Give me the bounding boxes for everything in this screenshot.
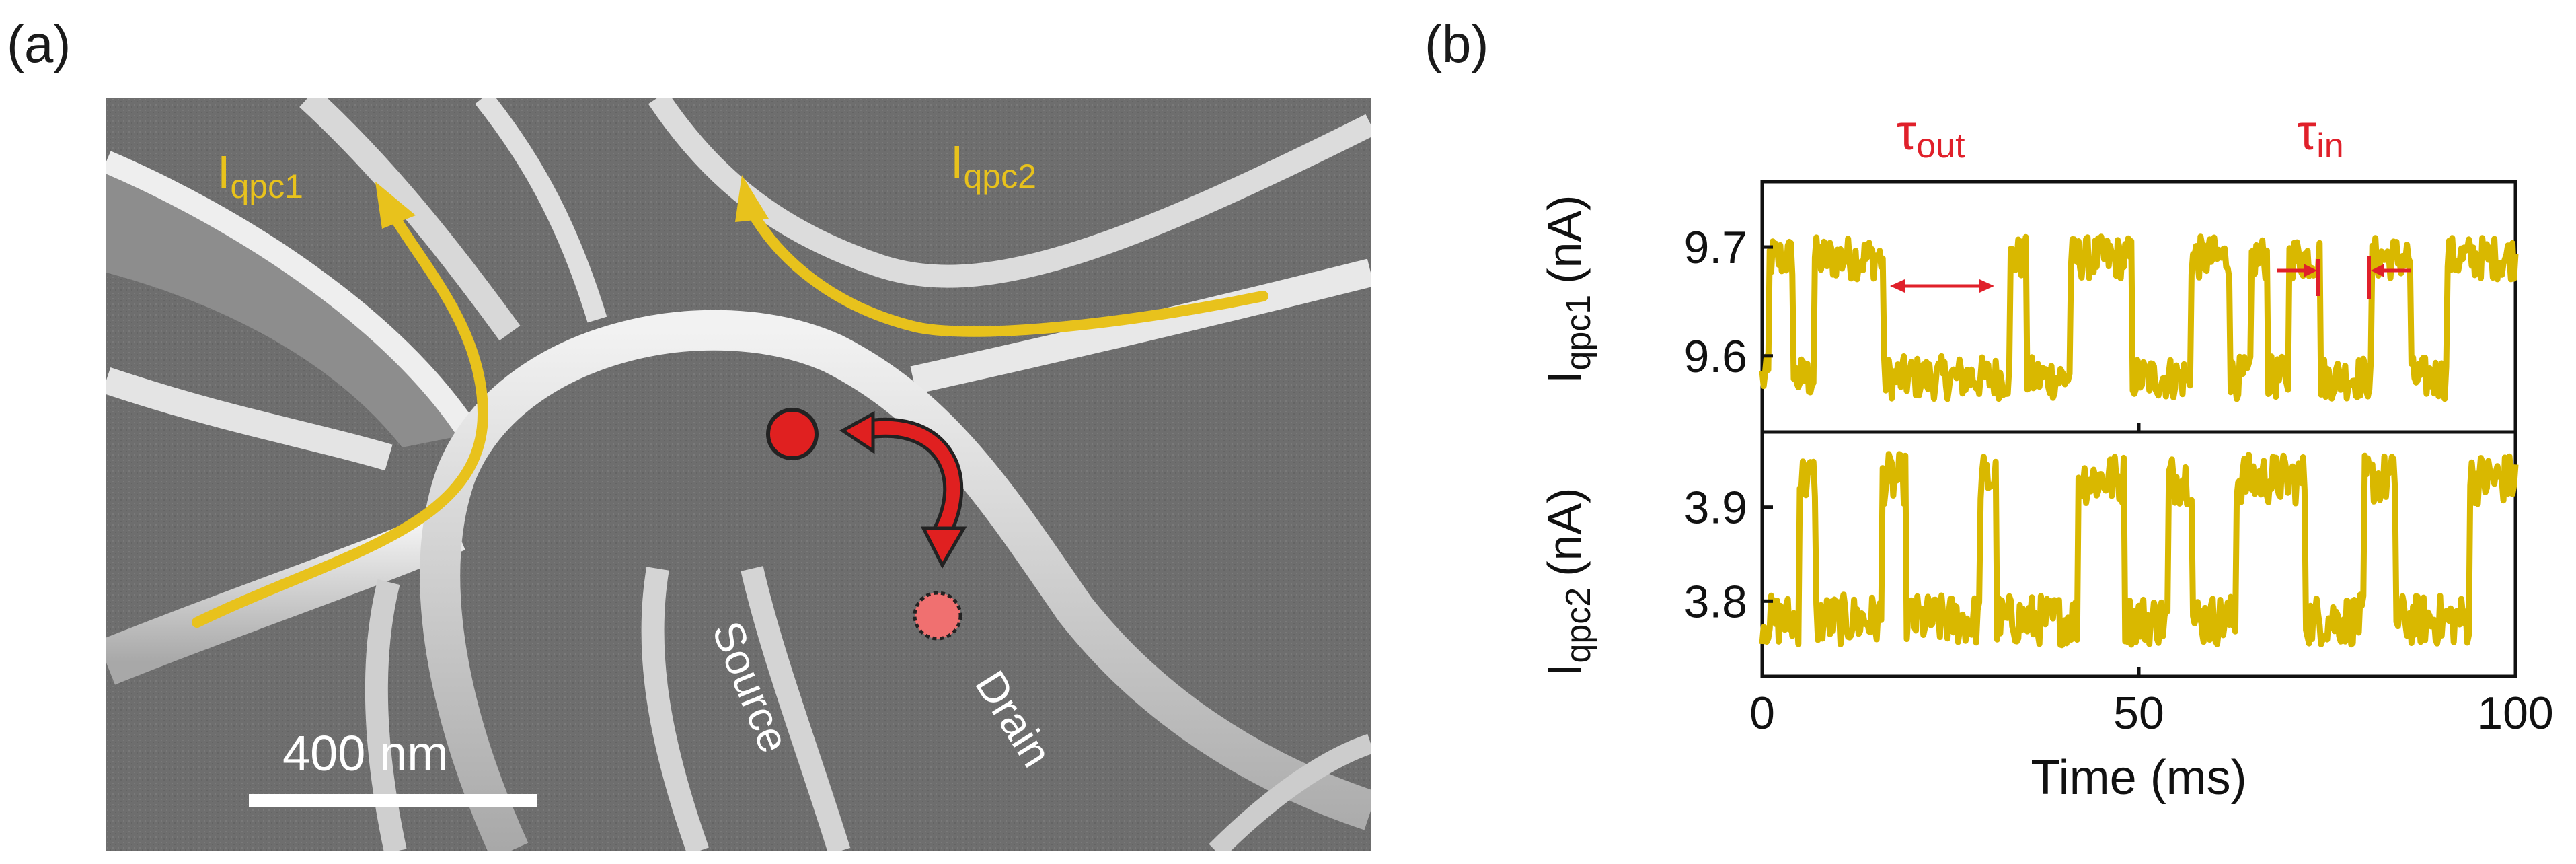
hop-arrow-tail <box>839 410 875 454</box>
subplot-qpc2: 3.8 3.9 0 50 100 Iqpc2(nA) Time (ms) <box>1538 423 2554 805</box>
ytick-label: 3.8 <box>1683 576 1747 627</box>
telegraph-chart: τout τin 9.6 9.7 Iqpc1(nA) 3.8 3.9 0 50 100 … <box>1538 104 2554 805</box>
trace-qpc1 <box>1759 233 2519 402</box>
current-arrow-qpc2 <box>735 175 1268 337</box>
tau-in-label: τin <box>2297 104 2344 166</box>
scale-bar-label: 400 nm <box>282 725 449 781</box>
xtick-label: 100 <box>2477 688 2553 739</box>
tau-out-label: τout <box>1897 104 1965 166</box>
ylabel-qpc2: Iqpc2(nA) <box>1538 488 1598 676</box>
ytick-label: 9.6 <box>1683 331 1747 382</box>
xtick-label: 0 <box>1749 688 1775 739</box>
ylabel-qpc1: Iqpc1(nA) <box>1538 195 1598 384</box>
plot-frame-qpc1 <box>1760 180 2517 434</box>
iqpc2-label: Iqpc2 <box>950 136 1036 195</box>
hop-arrow-head <box>920 526 967 569</box>
sem-image: Iqpc1 Iqpc2 Source Drain 400 nm <box>106 98 1371 851</box>
iqpc1-label: Iqpc1 <box>217 146 303 205</box>
panel-a-label: (a) <box>7 14 71 73</box>
current-arrow-qpc1 <box>192 182 489 628</box>
electron-dot <box>766 408 819 460</box>
xlabel: Time (ms) <box>2031 751 2246 805</box>
tau-out-marker <box>1890 279 1994 293</box>
ytick-label: 3.9 <box>1683 482 1747 534</box>
electron-ghost-dot <box>913 591 962 641</box>
gate-electrodes <box>106 98 1371 851</box>
trace-qpc2 <box>1759 451 2519 649</box>
ytick-label: 9.7 <box>1683 222 1747 273</box>
scale-bar <box>249 794 537 807</box>
subplot-qpc1: 9.6 9.7 Iqpc1(nA) <box>1538 180 2519 434</box>
tau-in-marker <box>2277 256 2411 299</box>
xtick-label: 50 <box>2113 688 2164 739</box>
panel-b-label: (b) <box>1425 14 1489 73</box>
hop-arrow <box>853 421 960 542</box>
